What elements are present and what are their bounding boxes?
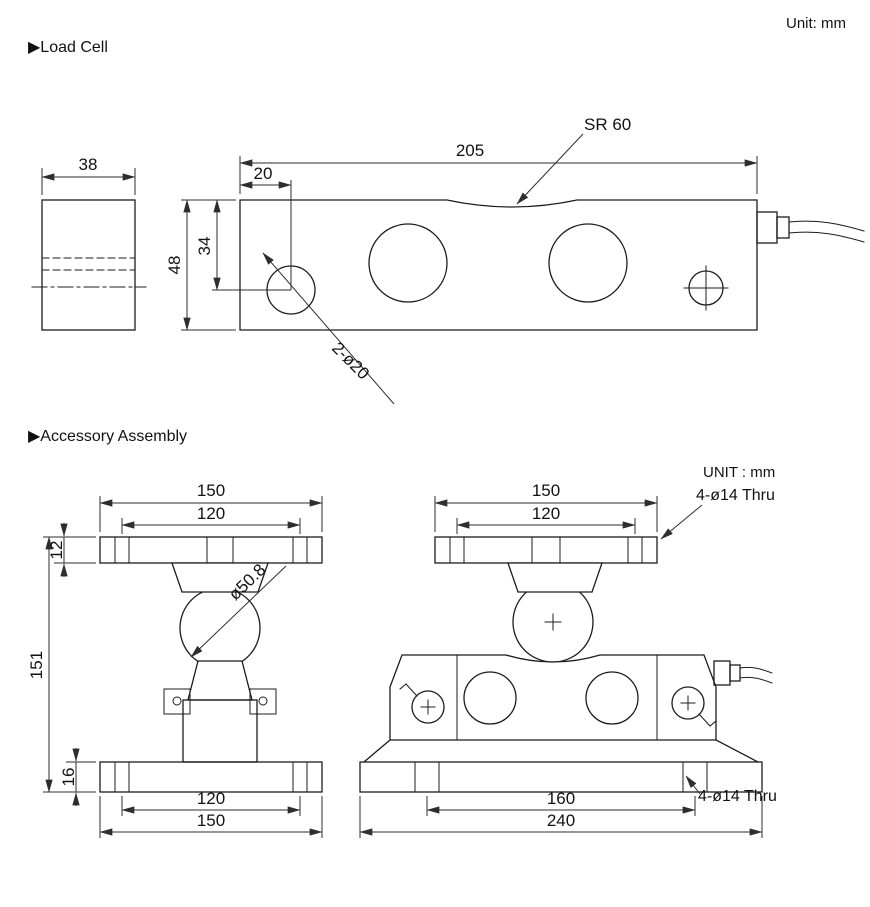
shear-web-hole-right	[585, 671, 639, 725]
dim-top-bolt-spacing: 120	[197, 504, 225, 523]
wing-left	[163, 688, 191, 715]
dim-bottom-plate-width: 150	[197, 811, 225, 830]
cable-gland	[713, 660, 731, 686]
wing-right	[249, 688, 277, 715]
shear-web-hole-right	[548, 223, 628, 303]
dim-holes-label: 2-ø20	[328, 338, 373, 383]
wing-hole	[172, 696, 182, 706]
dim-total-height: 151	[27, 651, 46, 679]
clamp-lever	[698, 713, 711, 727]
dim-hole-center: 34	[195, 237, 214, 256]
end-view-outline	[41, 199, 136, 331]
unit-note: Unit: mm	[786, 15, 846, 32]
top-holes-label: 4-ø14 Thru	[696, 487, 775, 504]
cable	[788, 231, 865, 243]
dim-base-bolt-spacing: 160	[547, 789, 575, 808]
cable-gland-nut	[776, 216, 790, 239]
load-cell-end-view: 38	[31, 155, 147, 331]
bracket	[182, 699, 258, 763]
cable-gland	[756, 211, 778, 244]
lower-ball-cup	[187, 660, 253, 701]
dim-top-plate-width: 150	[197, 481, 225, 500]
base-plate	[99, 761, 323, 793]
cable-gland-nut	[729, 664, 741, 682]
ball-cup	[507, 562, 603, 593]
leader-base-holes	[685, 775, 701, 795]
dim-spherical-radius: SR 60	[584, 115, 631, 134]
base-plate	[359, 761, 763, 793]
clamp-right	[671, 686, 705, 720]
dim-line-ball-diameter	[190, 565, 287, 658]
dim-height: 48	[165, 256, 184, 275]
top-plate	[434, 536, 658, 564]
upper-ball-cup	[171, 562, 269, 593]
shear-web-hole-left	[368, 223, 448, 303]
dim-total-length: 205	[456, 141, 484, 160]
dim-top-plate-thickness: 12	[47, 541, 66, 560]
base-holes-label: 4-ø14 Thru	[698, 788, 777, 805]
assembly-section-title: ▶Accessory Assembly	[28, 428, 187, 445]
leader-spherical-radius	[516, 133, 584, 205]
cable	[788, 220, 865, 232]
dim-top-plate-width: 150	[532, 481, 560, 500]
dim-hole-offset: 20	[254, 164, 273, 183]
dim-side-width: 38	[79, 155, 98, 174]
cable	[739, 676, 773, 684]
leader-top-holes	[660, 504, 703, 540]
assembly-front-view: 150 120 UNIT : mm 4-ø14 Thru 160 240 4-ø…	[359, 464, 777, 838]
clamp-lever	[405, 683, 418, 697]
load-cell-section-title: ▶Load Cell	[28, 39, 108, 56]
dim-top-bolt-spacing: 120	[532, 504, 560, 523]
dim-bottom-bolt-spacing: 120	[197, 789, 225, 808]
wing-hole	[258, 696, 268, 706]
load-cell-main-view: 205 SR 60 20 48 34 2-ø20	[165, 115, 865, 405]
cable	[739, 666, 773, 674]
mounted-load-cell-body	[389, 654, 717, 741]
dim-base-width: 240	[547, 811, 575, 830]
unit-note-assembly: UNIT : mm	[703, 464, 775, 481]
dim-base-plate-thickness: 16	[59, 768, 78, 787]
top-plate	[99, 536, 323, 564]
shear-web-hole-left	[463, 671, 517, 725]
leader-holes	[262, 252, 395, 405]
assembly-side-view: 150 120 12 ø50.8 151 16 120 150	[27, 481, 323, 838]
load-cell-body-outline	[239, 199, 758, 331]
clamp-left	[411, 690, 445, 724]
